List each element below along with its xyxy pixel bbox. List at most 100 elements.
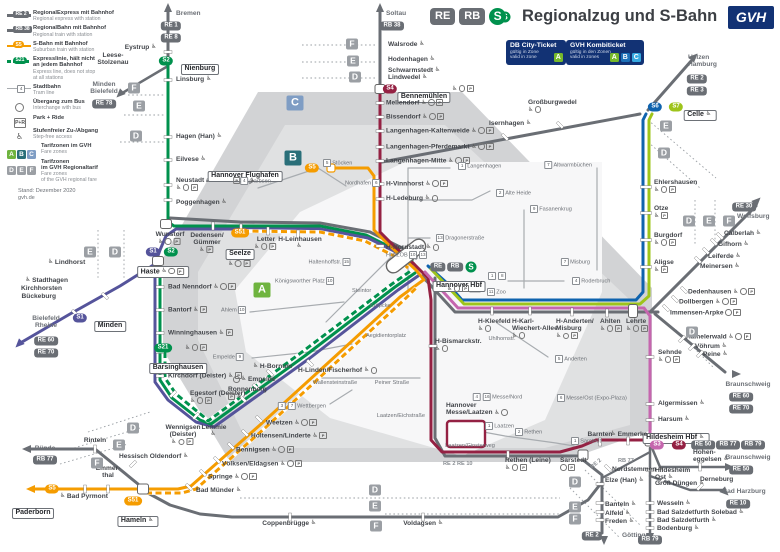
station-name: Alfeld bbox=[605, 510, 624, 517]
station-tick bbox=[163, 135, 173, 139]
station-label-row: Linsburg ♿ bbox=[176, 76, 213, 83]
station-name: Rinteln bbox=[83, 437, 107, 444]
step-free-access-icon: ♿ bbox=[728, 333, 734, 340]
step-free-access-icon: ♿ bbox=[148, 517, 154, 524]
station-name: Hameln bbox=[120, 517, 147, 524]
station-name: Ronnenberg bbox=[228, 386, 267, 393]
line-badge-s5: S5 bbox=[44, 484, 60, 494]
station-tick bbox=[698, 462, 702, 472]
park-and-ride-icon: P bbox=[568, 464, 576, 472]
station-label-row: ♿P bbox=[190, 246, 223, 254]
bus-interchange-icon bbox=[165, 238, 172, 245]
line-badge-rb-79: RB 79 bbox=[740, 440, 766, 450]
station-label-row: Völksen/Eldagsen ♿P bbox=[222, 460, 304, 467]
step-free-access-icon: ♿ bbox=[471, 127, 477, 134]
station-label-row: Otze bbox=[654, 205, 670, 212]
station-name: Ahlten bbox=[600, 318, 621, 325]
station-label-row: Groß Düngen ♿ bbox=[655, 480, 706, 487]
station-label-row: Ost ♿ bbox=[655, 474, 690, 481]
bus-interchange-icon bbox=[429, 113, 436, 120]
step-free-access-icon: ♿ bbox=[158, 238, 164, 245]
tram-line-number: 13 bbox=[418, 251, 428, 260]
tram-line-number: 10 bbox=[408, 251, 417, 260]
station-label-row: ♿P bbox=[600, 325, 624, 333]
step-free-access-icon: ♿ bbox=[471, 143, 477, 150]
station-name: Dollbergen bbox=[679, 298, 714, 306]
station-label-row: Rheine bbox=[32, 322, 59, 329]
station-bad-m-nder: Bad Münder ♿ bbox=[196, 487, 243, 494]
park-and-ride-icon: P bbox=[743, 333, 751, 340]
station-tick bbox=[305, 358, 315, 368]
station-lemmie: Lemmie♿ bbox=[202, 424, 227, 438]
station-name: Bad Münder bbox=[196, 487, 235, 494]
station-name: Eystrup bbox=[124, 44, 150, 51]
station-name: Banteln bbox=[605, 501, 630, 508]
station-label-row: Springe ♿P bbox=[208, 473, 258, 480]
station-label-row: H-Leinhausen bbox=[278, 236, 322, 243]
station-label-row: Schwarmstedt ♿ bbox=[388, 67, 442, 74]
station-label-row: P♿ bbox=[228, 393, 267, 401]
station-tick bbox=[645, 518, 655, 522]
station-name: thal bbox=[102, 472, 114, 480]
tram-line-number: 4 bbox=[472, 393, 481, 401]
park-and-ride-icon: P bbox=[486, 127, 494, 134]
interchange-node bbox=[152, 256, 164, 266]
step-free-access-icon: ♿ bbox=[183, 453, 189, 460]
line-badge-s21: S21 bbox=[154, 343, 172, 353]
station-uhlhornstr: Uhlhornstr. bbox=[488, 336, 515, 342]
station-label-row: Holtensen/Linderte ♿P bbox=[251, 432, 328, 439]
tram-line-number: 6 bbox=[557, 394, 566, 402]
station-tick bbox=[603, 463, 613, 473]
zone-c-chip: C bbox=[631, 52, 641, 62]
station-label-row: Lemmie bbox=[202, 424, 227, 431]
station-name: Walsrode bbox=[388, 41, 418, 48]
station-label-row: Calberlah ♿ bbox=[724, 230, 763, 237]
step-free-access-icon: ♿ bbox=[60, 493, 66, 500]
park-and-ride-icon: P bbox=[200, 306, 208, 313]
park-and-ride-icon: P bbox=[660, 212, 669, 220]
station-name: Calberlah bbox=[724, 230, 755, 237]
station-name: Bad Pyrmont bbox=[66, 493, 108, 500]
station-tick bbox=[288, 512, 292, 522]
bus-interchange-icon bbox=[168, 267, 176, 275]
tram-line-number: 10 bbox=[237, 306, 246, 314]
step-free-access-icon: ♿ bbox=[494, 409, 500, 416]
fare-zone-marker-e: E bbox=[347, 55, 359, 67]
station-tick bbox=[128, 459, 138, 469]
tram-line-number: 7 bbox=[544, 161, 553, 169]
station-name: Hannover Flughafen bbox=[211, 172, 279, 179]
legend-line-badge: RB 38 bbox=[13, 25, 33, 33]
station-name: Bünde bbox=[34, 445, 56, 452]
station-h-kleefeld: H-Kleefeld♿ bbox=[478, 318, 511, 332]
line-badge-s1: S1 bbox=[145, 247, 161, 257]
station-label-row: Immensen-Arpke P bbox=[670, 309, 742, 316]
station-label-row: Haltenhoffstr.15 bbox=[308, 258, 351, 266]
station-tick bbox=[645, 510, 655, 514]
fare-zone-marker-f: F bbox=[91, 457, 103, 469]
station-label-row: Braunschweig bbox=[725, 381, 770, 388]
station-hodenhagen: Hodenhagen ♿ bbox=[388, 56, 437, 63]
station-name: Bantorf bbox=[168, 306, 192, 314]
station-label-row: Hodenhagen ♿ bbox=[388, 56, 437, 63]
station-label-row: Laatzen/Eichstraße bbox=[377, 413, 425, 419]
step-free-access-icon: ♿ bbox=[715, 298, 721, 305]
station-name: Harsum bbox=[658, 416, 683, 423]
station-name: Leiferde bbox=[708, 253, 734, 260]
station-label-row: ♿P bbox=[185, 344, 209, 351]
rail-line-re10-badharzburg bbox=[648, 446, 724, 492]
station-name: Langenhagen bbox=[467, 163, 502, 170]
station-label-row: Wesseln ♿ bbox=[657, 500, 692, 507]
station-paderborn: Paderborn bbox=[11, 501, 55, 519]
fare-zone-marker-d: D bbox=[127, 422, 139, 434]
station-label-row: Eystrup ♿ bbox=[125, 44, 158, 51]
station-label-row: Hagen (Han) ♿ bbox=[176, 133, 224, 140]
